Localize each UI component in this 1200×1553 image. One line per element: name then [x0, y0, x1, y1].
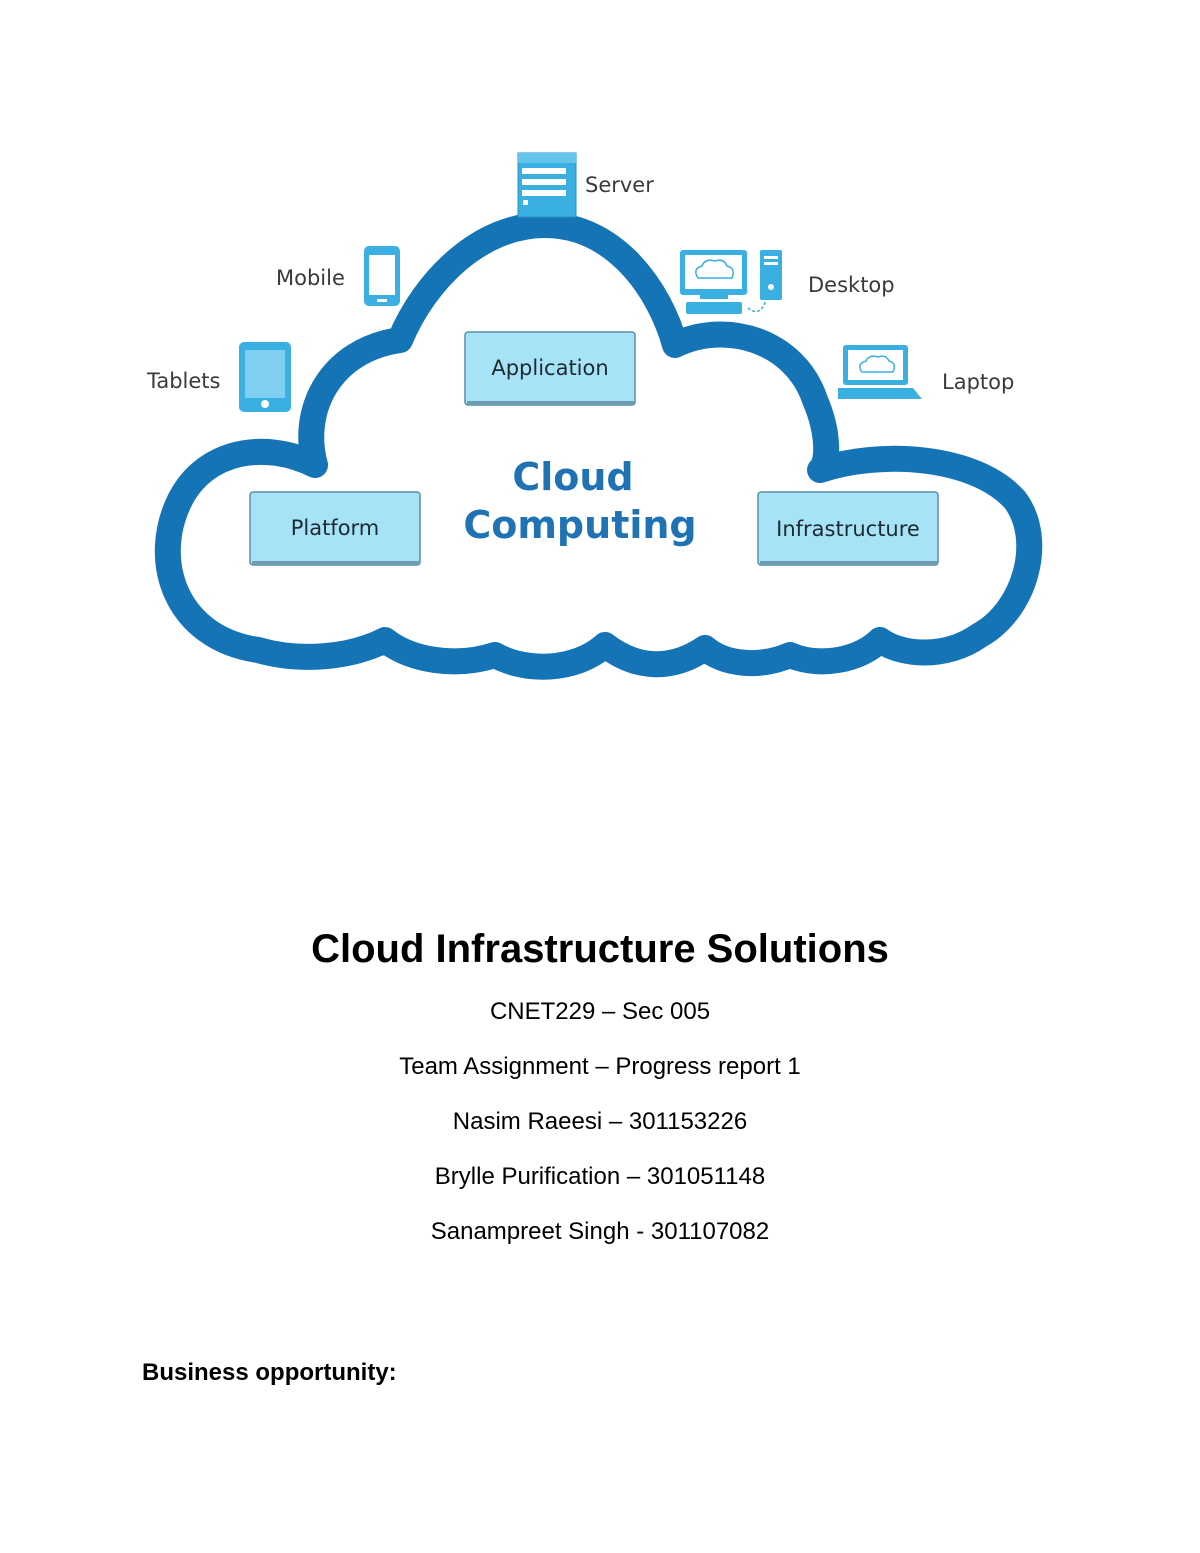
team-member: Brylle Purification – 301051148 — [434, 1163, 766, 1190]
cloud-title-line1: Cloud — [512, 455, 633, 499]
section-heading-business-opportunity: Business opportunity: — [142, 1359, 397, 1386]
desktop-label: Desktop — [808, 273, 895, 297]
cloud-computing-diagram: Application Platform Infrastructure Clou… — [146, 152, 1043, 680]
platform-label: Platform — [291, 516, 380, 540]
desktop-icon — [680, 250, 782, 314]
laptop-label: Laptop — [942, 370, 1014, 394]
mobile-label: Mobile — [276, 266, 345, 290]
tablet-icon — [239, 342, 291, 412]
cloud-shape — [154, 212, 1043, 680]
mobile-icon — [364, 246, 400, 306]
server-icon — [517, 152, 577, 218]
team-member: Sanampreet Singh - 301107082 — [430, 1218, 770, 1245]
platform-box: Platform — [249, 491, 421, 566]
team-member: Nasim Raeesi – 301153226 — [452, 1108, 748, 1135]
cloud-title-line2: Computing — [463, 503, 696, 547]
application-box: Application — [464, 331, 636, 406]
tablets-label: Tablets — [146, 369, 220, 393]
assignment-line: Team Assignment – Progress report 1 — [399, 1053, 801, 1080]
application-label: Application — [491, 356, 608, 380]
course-line: CNET229 – Sec 005 — [489, 998, 711, 1025]
document-title: Cloud Infrastructure Solutions — [311, 927, 889, 971]
laptop-icon — [838, 345, 922, 399]
server-label: Server — [585, 173, 654, 197]
infrastructure-label: Infrastructure — [776, 517, 920, 541]
infrastructure-box: Infrastructure — [757, 491, 939, 566]
